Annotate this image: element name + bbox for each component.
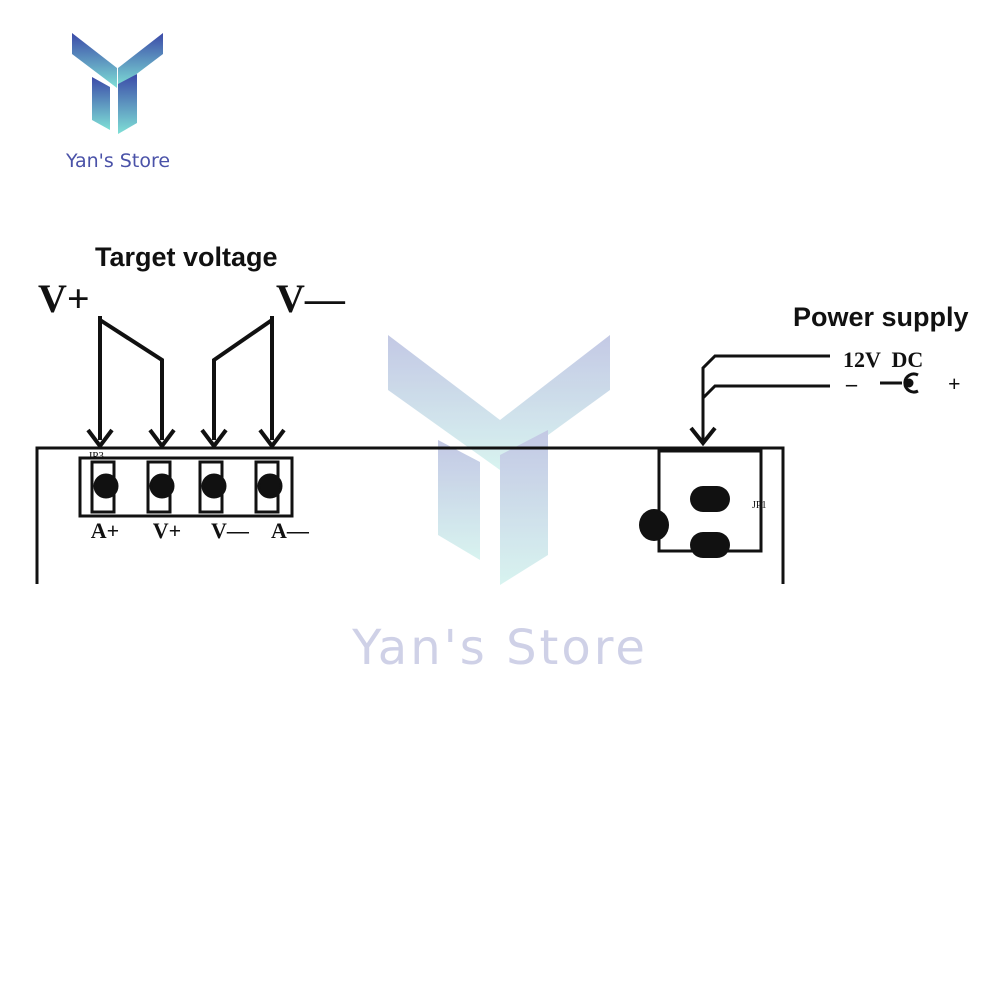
watermark-y-icon (388, 335, 610, 585)
terminal-block-jp3: JP3 A+ V+ V— A— (78, 450, 310, 543)
dc-jack-jp1: JP1 (639, 449, 766, 558)
jack-pin (690, 486, 730, 512)
wire-v-minus-b (212, 318, 274, 440)
wire-v-plus-b (98, 318, 164, 440)
watermark-text: Yan's Store (351, 620, 648, 676)
target-voltage-label: Target voltage (95, 242, 278, 272)
dc-jack-icon (880, 372, 919, 394)
v-plus-label: V+ (38, 276, 90, 321)
jp3-label: JP3 (88, 450, 104, 462)
v-minus-label: V— (276, 276, 346, 321)
jp1-label: JP1 (752, 500, 766, 511)
power-supply-label: Power supply (793, 302, 969, 332)
terminal-screws (90, 460, 283, 514)
arrow-down-icon (258, 428, 286, 450)
screw-terminal-icon (198, 460, 227, 514)
supply-polarity-minus: – (845, 371, 858, 396)
terminal-label-v-plus: V+ (153, 518, 181, 543)
supply-spec: 12V DC (843, 347, 923, 372)
terminal-labels: A+ V+ V— A— (91, 518, 310, 543)
screw-terminal-icon (254, 460, 283, 514)
target-voltage-wires (98, 316, 274, 440)
watermark: Yan's Store (351, 335, 648, 676)
brand-name: Yan's Store (65, 150, 170, 172)
terminal-label-v-minus: V— (211, 518, 250, 543)
terminal-label-a-plus: A+ (91, 518, 119, 543)
power-supply-wires (701, 354, 830, 440)
screw-terminal-icon (90, 460, 119, 514)
arrow-down-icon (148, 428, 176, 450)
y-logo-icon (72, 33, 163, 134)
arrow-down-icon (200, 428, 228, 450)
supply-polarity-plus: + (948, 371, 961, 396)
jack-pin (639, 509, 669, 541)
wire-supply-top (701, 354, 830, 440)
board-outline (35, 446, 785, 584)
arrow-down-icon (689, 426, 717, 447)
arrow-down-icon (86, 428, 114, 450)
arrowheads (86, 426, 717, 450)
wire-supply-bottom (701, 384, 830, 400)
jack-pin (690, 532, 730, 558)
terminal-label-a-minus: A— (271, 518, 310, 543)
screw-terminal-icon (146, 460, 175, 514)
brand-logo: Yan's Store (65, 33, 170, 172)
